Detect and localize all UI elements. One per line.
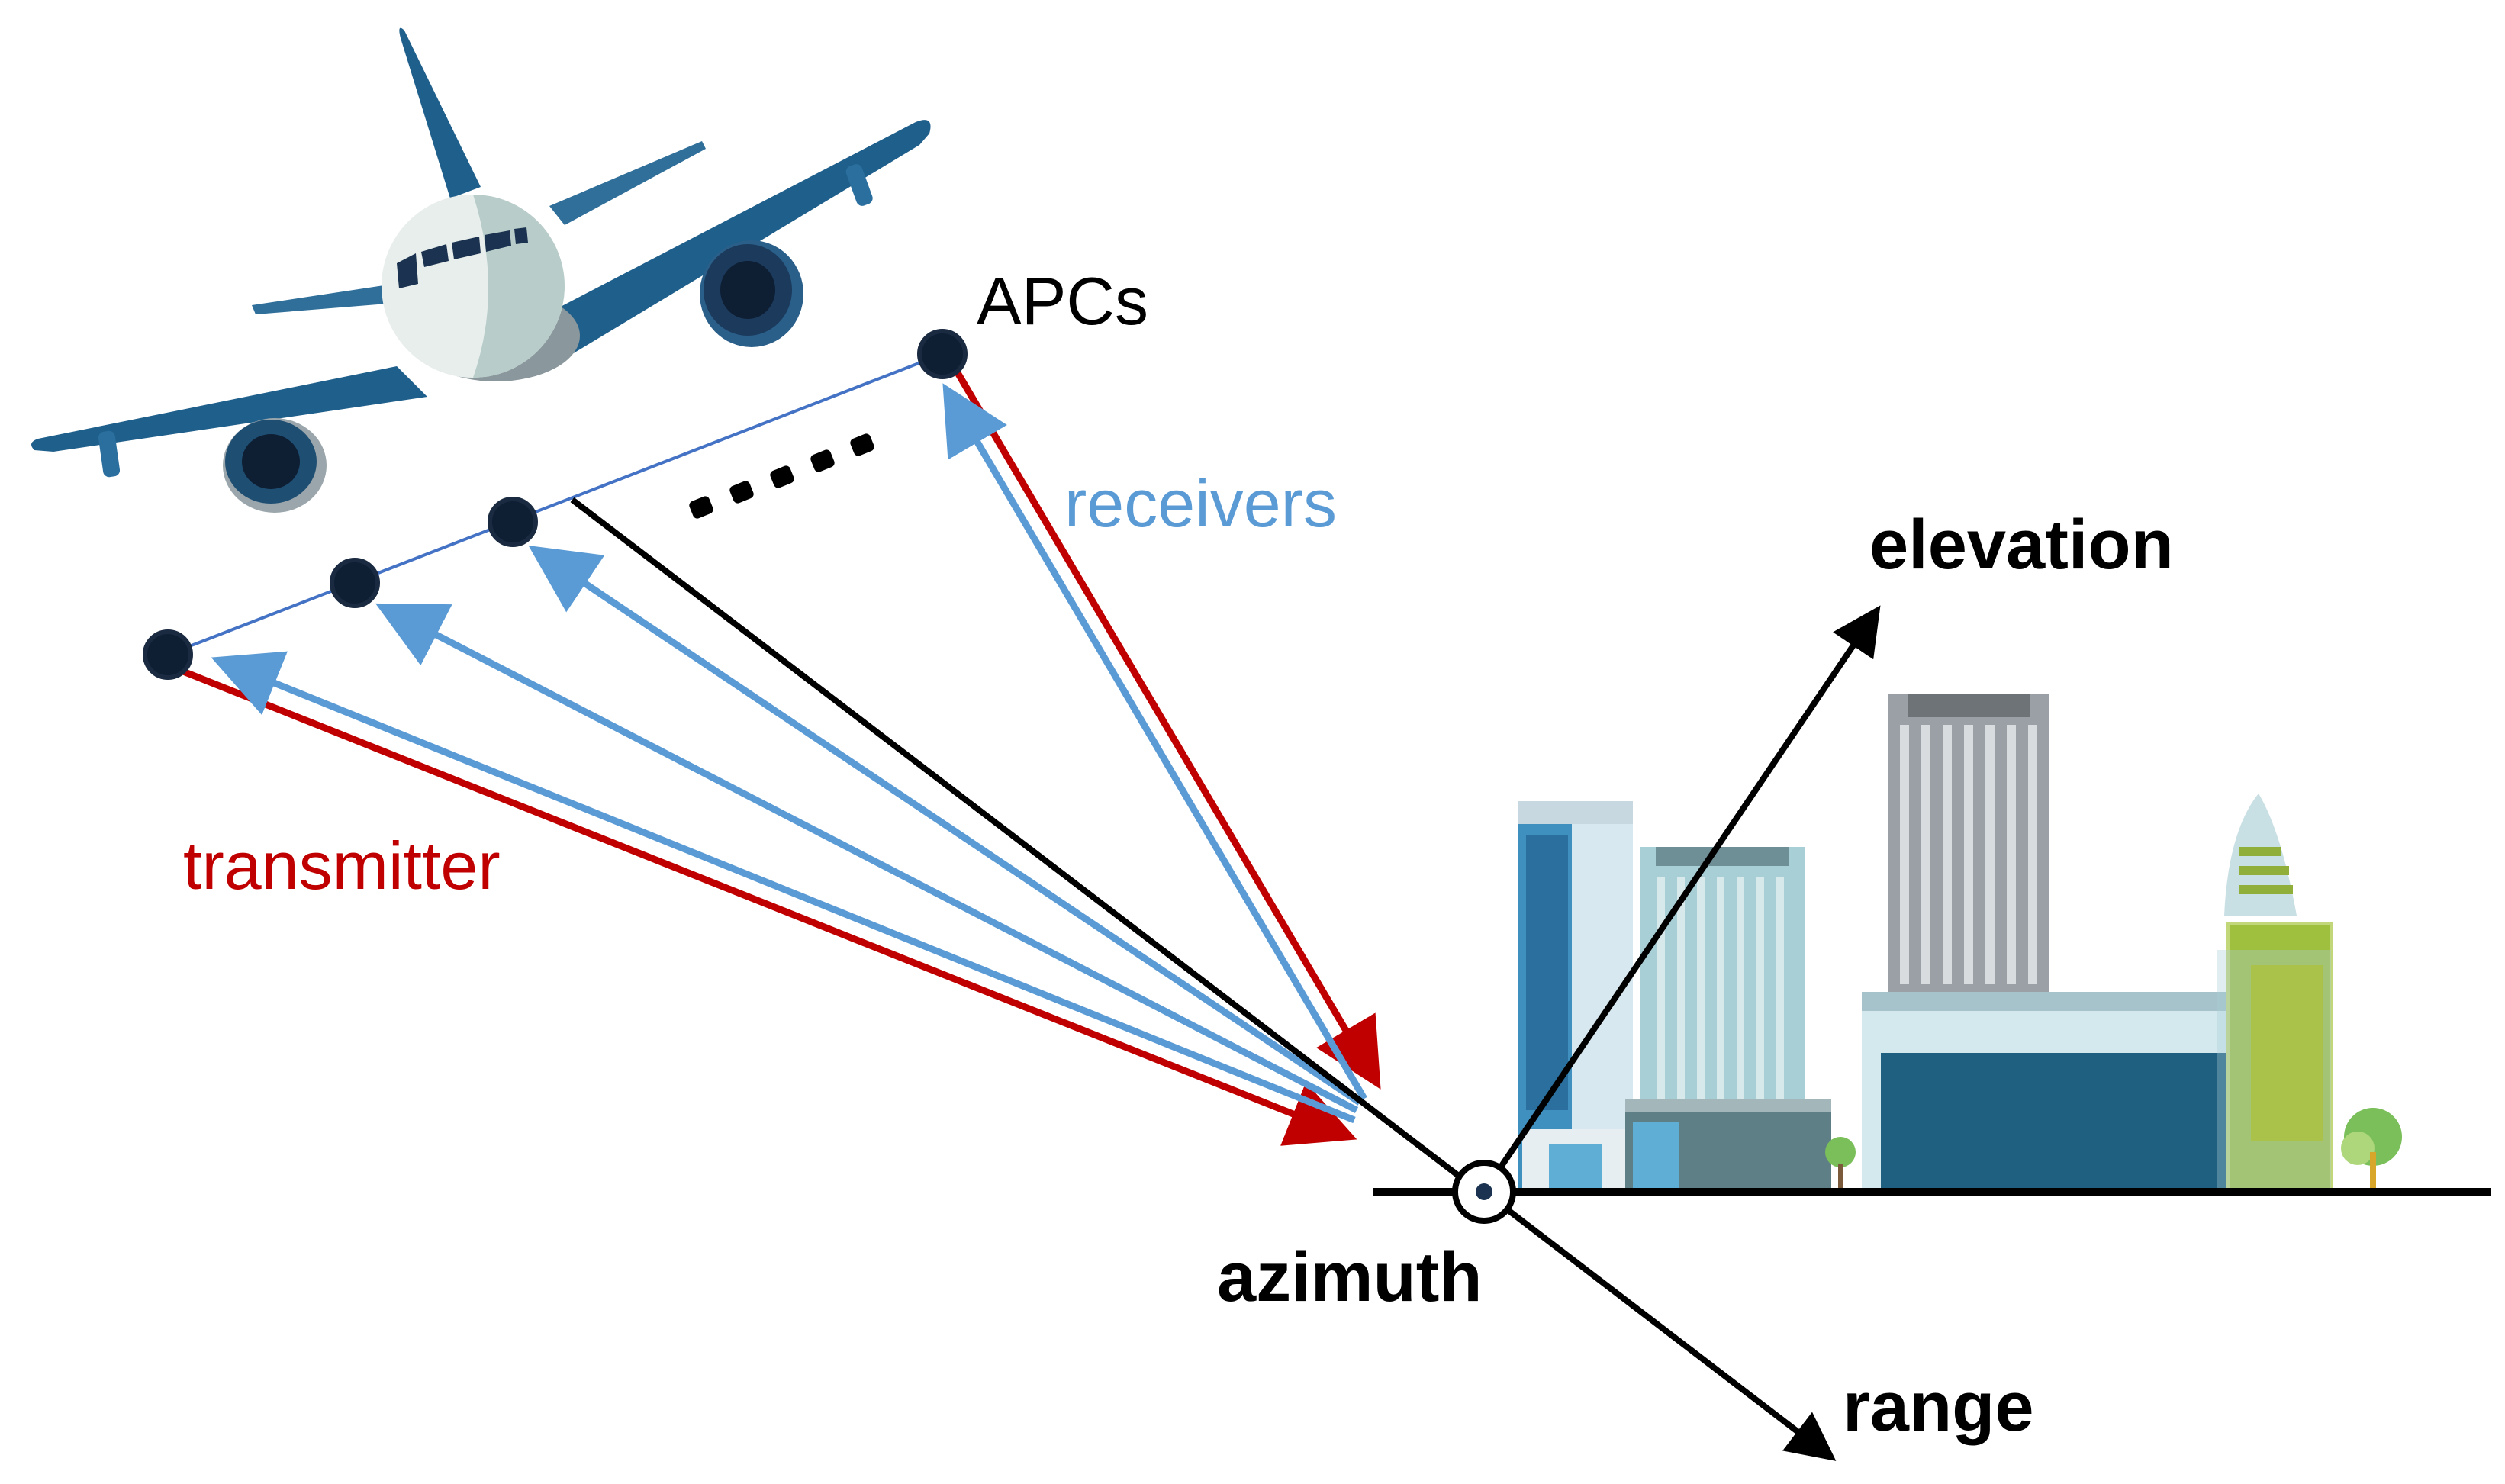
transmitter-ray (166, 662, 1357, 1146)
range-label: range (1843, 1368, 2034, 1446)
apc-dots (143, 329, 968, 680)
transmitter-label: transmitter (183, 828, 501, 903)
apc-dot (488, 497, 538, 547)
apc-dot (917, 329, 968, 379)
right-engine-icon (700, 240, 803, 347)
tree-icon (1825, 1137, 1856, 1190)
apc-dot (143, 629, 193, 680)
tree-icon (2341, 1108, 2402, 1190)
receivers-label: receivers (1064, 465, 1337, 541)
apc-dot (330, 558, 380, 608)
transmitter-ray-far (951, 364, 1381, 1090)
receiver-ray-3 (528, 545, 1362, 1106)
airplane-icon (31, 27, 931, 513)
azimuth-label: azimuth (1217, 1238, 1483, 1316)
apcs-label: APCs (977, 263, 1148, 339)
city-buildings-icon (1518, 694, 2402, 1192)
range-axis (1482, 1189, 1837, 1461)
apc-baseline (167, 352, 943, 656)
receiver-ray-4 (942, 383, 1367, 1101)
receiver-ray-1 (211, 651, 1356, 1124)
receiver-ray-2 (375, 603, 1359, 1113)
left-engine-icon (223, 418, 327, 513)
target-point-icon (1452, 1160, 1516, 1224)
line-of-sight (570, 497, 1475, 1189)
elevation-axis (1481, 605, 1881, 1194)
elevation-label: elevation (1869, 506, 2174, 584)
ellipsis-dots (689, 433, 874, 519)
